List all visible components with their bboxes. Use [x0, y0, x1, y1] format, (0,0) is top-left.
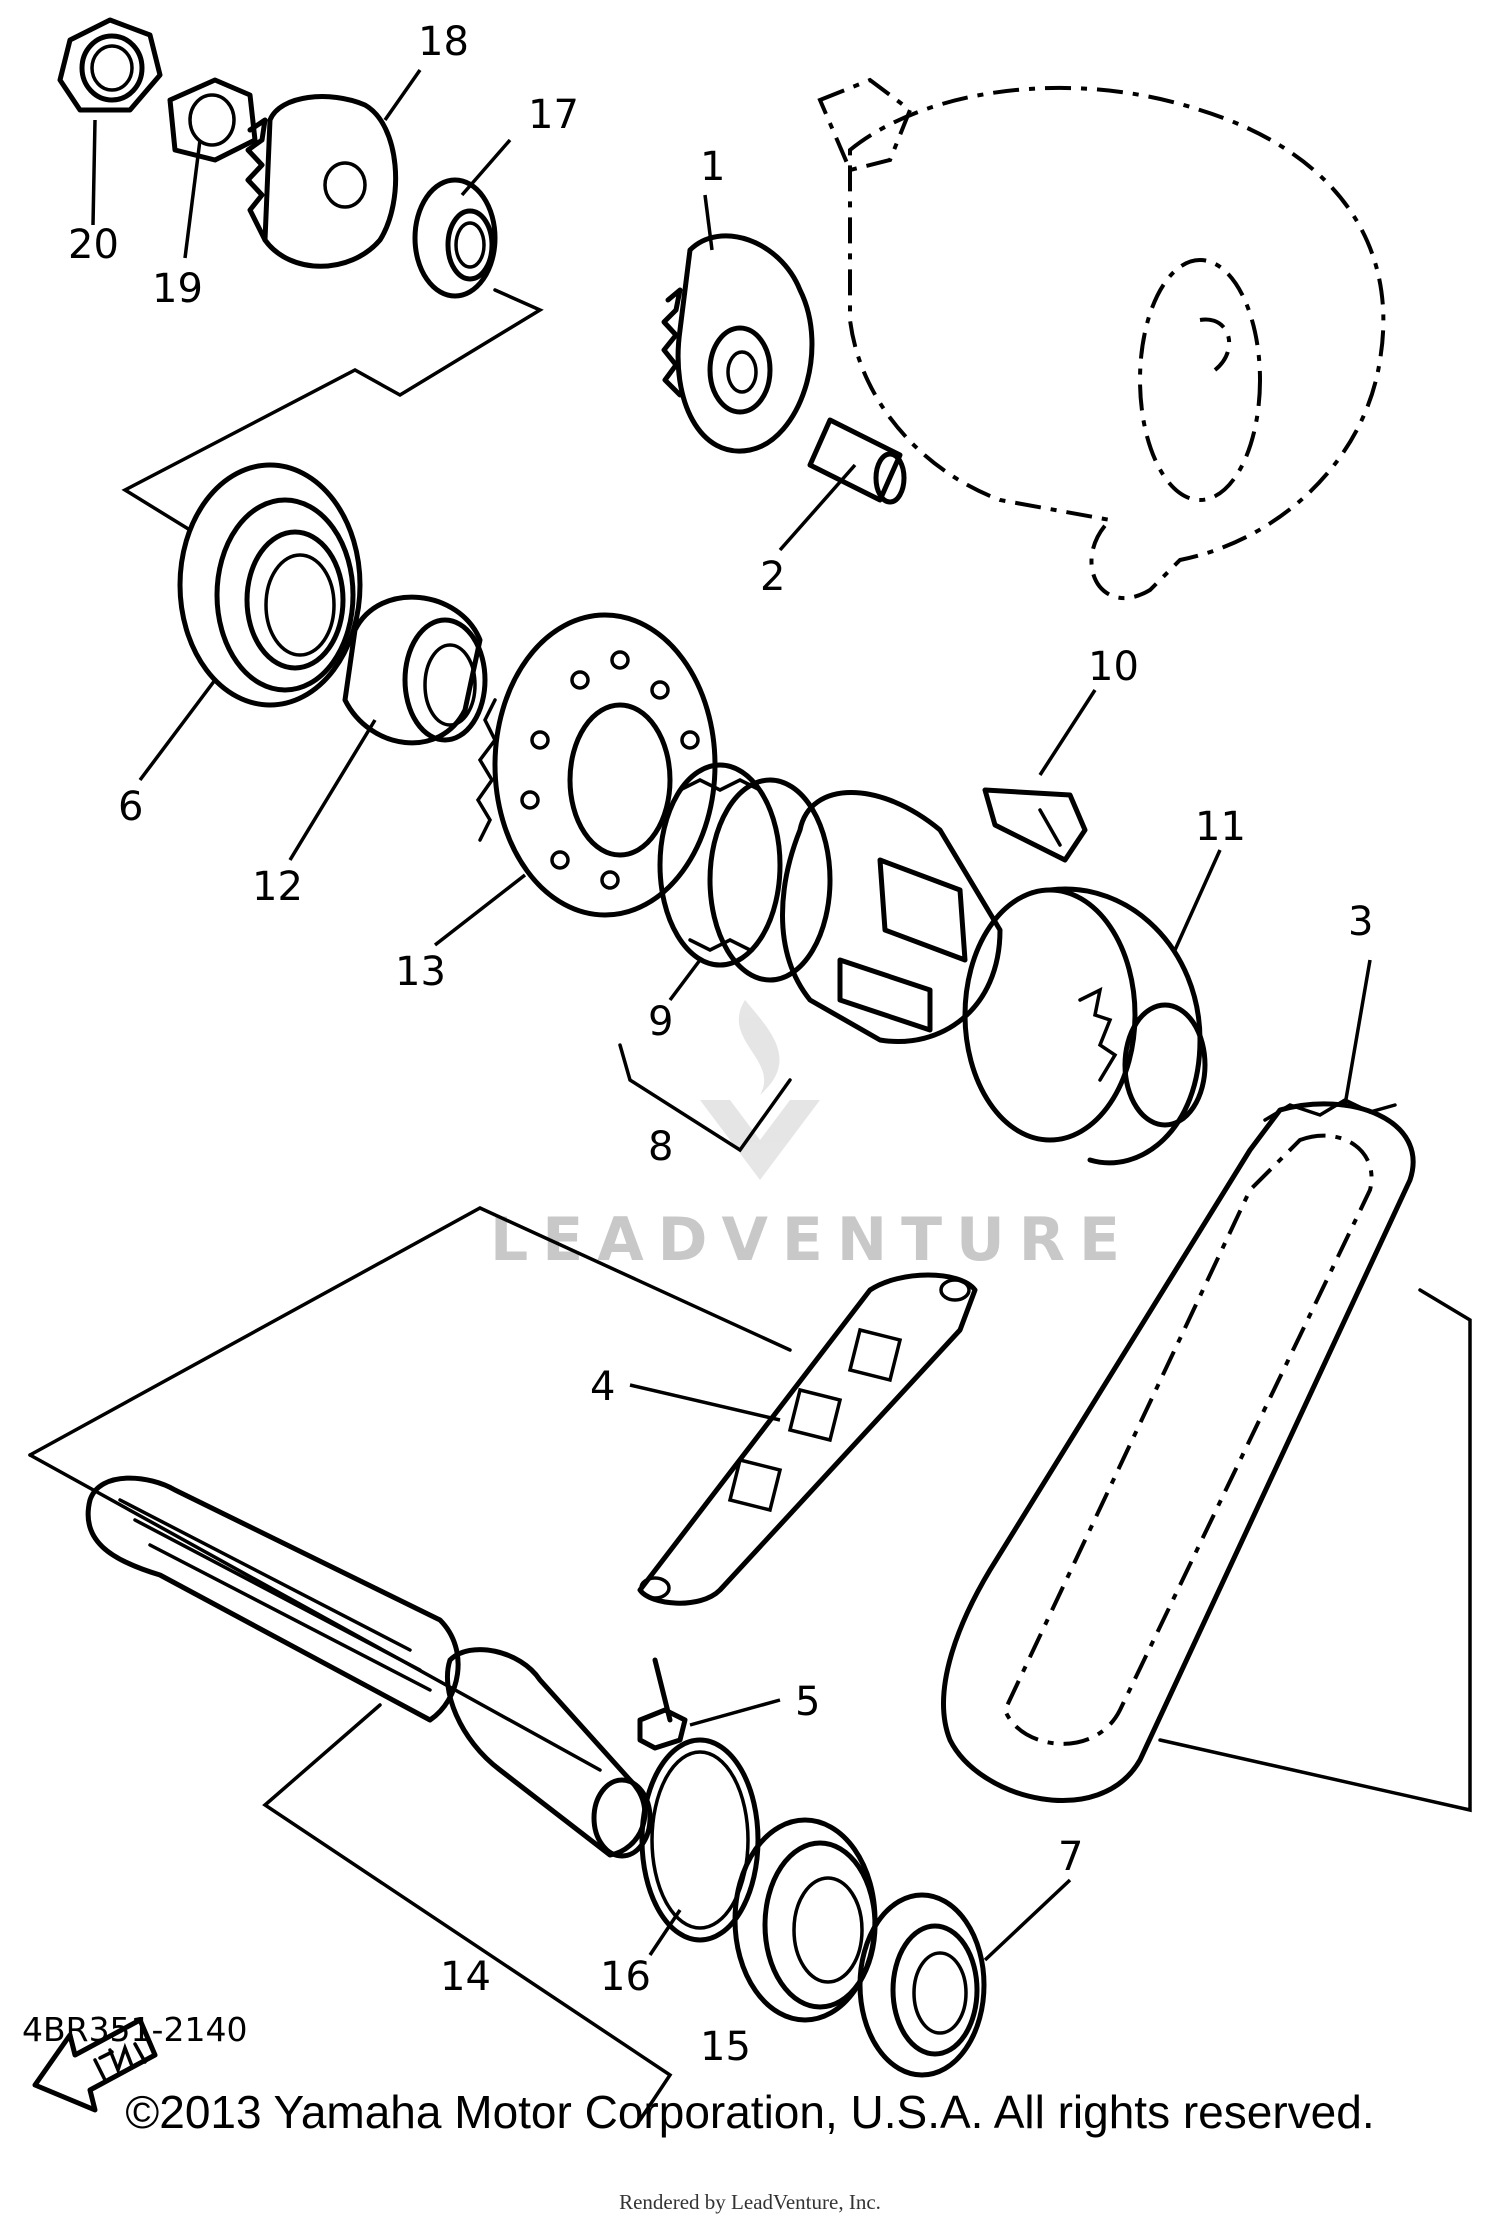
part-19-lock-washer[interactable]: [167, 77, 258, 163]
part-12-collar[interactable]: [342, 594, 488, 746]
part-3-chain[interactable]: [941, 1098, 1416, 1803]
callout-16: 16: [600, 1954, 651, 2000]
callout-13: 13: [395, 949, 446, 995]
part-9-clutch[interactable]: [657, 762, 833, 983]
callout-12: 12: [252, 864, 303, 910]
part-4-chain-guide[interactable]: [637, 1272, 978, 1606]
part-5-bolt[interactable]: [637, 1657, 688, 1751]
copyright-notice: ©2013 Yamaha Motor Corporation, U.S.A. A…: [125, 2086, 1375, 2138]
callout-15: 15: [700, 2024, 751, 2070]
callout-2: 2: [760, 554, 785, 600]
callout-1: 1: [700, 144, 725, 190]
part-11-idle-gear[interactable]: [962, 886, 1208, 1166]
leadventure-logo-icon: [700, 1000, 820, 1180]
fwd-arrow-icon: [32, 2017, 158, 2113]
part-13-sprocket[interactable]: [475, 612, 718, 918]
callout-17: 17: [528, 92, 579, 138]
part-18-gear[interactable]: [245, 94, 399, 269]
part-20-nut[interactable]: [57, 17, 163, 113]
part-1-gear[interactable]: [661, 233, 815, 454]
starter-motor-phantom: [817, 77, 1386, 600]
part-6-bearing[interactable]: [177, 462, 363, 708]
watermark-text: LEADVENTURE: [490, 1205, 1134, 1275]
callout-11: 11: [1195, 804, 1246, 850]
part-15-bearing[interactable]: [732, 1817, 878, 2023]
part-7-oil-seal[interactable]: [857, 1892, 987, 2078]
callout-7: 7: [1058, 1834, 1083, 1880]
callout-18: 18: [418, 19, 469, 65]
part-17-oil-seal[interactable]: [412, 177, 498, 299]
callout-19: 19: [152, 266, 203, 312]
callout-5: 5: [795, 1679, 820, 1725]
callout-4: 4: [590, 1364, 615, 1410]
diagram-code: 4BR351-2140: [22, 2010, 248, 2049]
callout-3: 3: [1348, 899, 1373, 945]
part-16-o-ring[interactable]: [639, 1737, 761, 1943]
callout-6: 6: [118, 784, 143, 830]
callout-8: 8: [648, 1124, 673, 1170]
callout-20: 20: [68, 222, 119, 268]
part-2-pin[interactable]: [807, 417, 907, 505]
part-10-key[interactable]: [982, 787, 1088, 863]
callout-10: 10: [1088, 644, 1139, 690]
callout-9: 9: [648, 999, 673, 1045]
rendered-by-note: Rendered by LeadVenture, Inc.: [619, 2190, 881, 2214]
callout-14: 14: [440, 1954, 491, 2000]
